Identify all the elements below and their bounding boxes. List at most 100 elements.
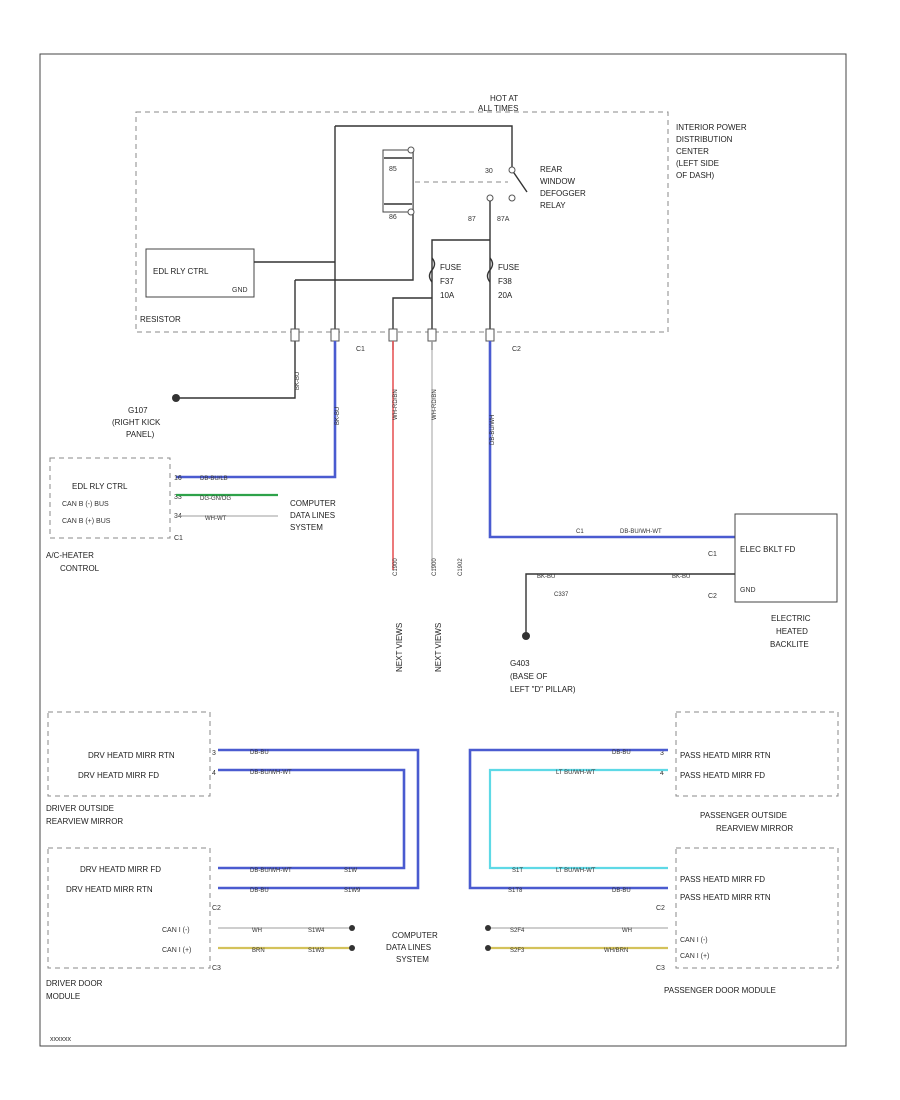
g403-label-1: G403 [510, 659, 530, 668]
edl-blue-wire [176, 341, 337, 479]
pass-mirror-pin-2: PASS HEATD MIRR FD [680, 771, 765, 780]
drv-door-wire-code-1: DB-BU/WH-WT [250, 868, 292, 874]
cdl-center-3: SYSTEM [396, 955, 429, 964]
cdl-upper-2: DATA LINES [290, 511, 335, 520]
ground-g107-symbol [172, 394, 180, 402]
ac-name-2: CONTROL [60, 564, 100, 573]
fuse-f38-label-2: F38 [498, 277, 512, 286]
drv-door-wire-code-2: DB-BU [250, 888, 269, 894]
relay-label-4: RELAY [540, 201, 566, 210]
drv-mirror-pin-2: DRV HEATD MIRR FD [78, 771, 159, 780]
backlite-name-3: BACKLITE [770, 640, 809, 649]
hot-at-label-2: ALL TIMES [478, 104, 518, 113]
relay-pin-30: 30 [485, 168, 493, 175]
ac-heater-outline [49, 457, 171, 539]
driver-door-outline [47, 847, 211, 969]
ac-pin-num-1: 16 [174, 475, 182, 482]
relay-pin-86: 86 [389, 214, 397, 221]
backlite-wire-top: DB-BU/WH-WT [620, 529, 662, 535]
g107-label-1: G107 [128, 406, 148, 415]
vwire-code-5: DB-BU/WH [490, 415, 496, 445]
pass-door-name: PASSENGER DOOR MODULE [664, 986, 776, 995]
pass-mirror-name-2: REARVIEW MIRROR [716, 824, 793, 833]
drv-mirror-pin-num-1: 3 [212, 750, 216, 757]
ac-pin-3: CAN B (+) BUS [62, 518, 111, 525]
pass-door-wire-code-3: WH [622, 928, 632, 934]
drv-door-wire-code-3: WH [252, 928, 262, 934]
backlite-splice-top: C1 [576, 529, 584, 535]
drv-can-minus-node [349, 925, 355, 931]
cdl-center-2: DATA LINES [386, 943, 431, 952]
pass-mirror-pin-num-1: 3 [660, 750, 664, 757]
g403-label-2: (BASE OF [510, 672, 547, 681]
pass-mirror-wire-code-2: LT BU/WH-WT [556, 770, 596, 776]
ipdc-outline [135, 111, 669, 333]
pass-door-wire-code-4: WH/BRN [604, 948, 628, 954]
drv-door-name-1: DRIVER DOOR [46, 979, 103, 988]
relay-label-1: REAR [540, 165, 562, 174]
driver-mirror-outline [47, 711, 211, 797]
g107-label-3: PANEL) [126, 430, 155, 439]
next-views-label-2: NEXT VIEWS [434, 623, 443, 672]
drv-door-wire-code-4: BRN [252, 948, 265, 954]
diagram-frame [39, 53, 847, 1047]
pass-mirror-name-1: PASSENGER OUTSIDE [700, 811, 787, 820]
drv-door-c3: C3 [212, 965, 221, 972]
pass-can-plus-node [485, 945, 491, 951]
ac-wire-code-1: DB-BU/LB [200, 476, 228, 482]
backlite-box [734, 513, 838, 603]
diagram-code: xxxxxx [50, 1036, 72, 1043]
vwire-code-2: BK-BU [335, 407, 341, 425]
drv-door-c2: C2 [212, 905, 221, 912]
hot-at-label-1: HOT AT [490, 94, 518, 103]
ipdc-c2-label: C2 [512, 346, 521, 353]
drv-door-name-2: MODULE [46, 992, 80, 1001]
pass-mirror-wire-code-1: DB-BU [612, 750, 631, 756]
drv-mirror-name-2: REARVIEW MIRROR [46, 817, 123, 826]
ipdc-label-1: INTERIOR POWER [676, 123, 747, 132]
resistor-gnd-label: GND [232, 287, 248, 294]
pass-door-splice-1: S1T [512, 868, 523, 874]
backlite-ground-wire [525, 573, 735, 636]
ac-wire-code-3: WH-WT [205, 516, 227, 522]
ac-wire-code-2: DG-GN/OG [200, 496, 231, 502]
backlite-c1-label: C1 [708, 551, 717, 558]
pass-door-wire-code-2: DB-BU [612, 888, 631, 894]
backlite-name-1: ELECTRIC [771, 614, 811, 623]
ac-c1-label: C1 [174, 535, 183, 542]
cdl-upper-3: SYSTEM [290, 523, 323, 532]
vwire-code-3: WH-RD/BN [393, 389, 399, 420]
pass-door-pin-4: CAN I (+) [680, 953, 709, 960]
backlite-splice: C337 [554, 592, 569, 598]
pass-door-c2: C2 [656, 905, 665, 912]
pass-door-splice-2: S1T8 [508, 888, 523, 894]
pass-mirror-pin-num-2: 4 [660, 770, 664, 777]
pass-door-pin-2: PASS HEATD MIRR RTN [680, 893, 771, 902]
pass-mirror-fd-wire [488, 768, 668, 870]
rear-window-defogger-relay: 85 86 30 87 87A REAR WINDOW DEFOGGER REL… [295, 125, 586, 350]
drv-door-pin-1: DRV HEATD MIRR FD [80, 865, 161, 874]
drv-door-pin-3: CAN I (-) [162, 927, 190, 934]
drv-door-pin-2: DRV HEATD MIRR RTN [66, 885, 153, 894]
passenger-door-outline [675, 847, 839, 969]
backlite-wire-bot-1: BK-BU [537, 574, 555, 580]
relay-label-3: DEFOGGER [540, 189, 586, 198]
pass-can-minus-node [485, 925, 491, 931]
drv-door-splice-2: S1W9 [344, 888, 361, 894]
ipdc-label-2: DISTRIBUTION [676, 135, 733, 144]
ac-pin-1: EDL RLY CTRL [72, 482, 128, 491]
drv-mirror-wire-code-2: DB-BU/WH-WT [250, 770, 292, 776]
ac-pin-num-2: 33 [174, 494, 182, 501]
ipdc-label-4: (LEFT SIDE [676, 159, 719, 168]
drv-mirror-rtn-wire [218, 748, 420, 890]
ipdc-label-5: OF DASH) [676, 171, 715, 180]
drv-door-splice-1: S1W [344, 868, 357, 874]
ipdc-c1-label: C1 [356, 346, 365, 353]
fuse-f37-label-1: FUSE [440, 263, 461, 272]
lower-wire-1: C1900 [393, 558, 399, 576]
relay-pin-87a: 87A [497, 216, 510, 223]
pass-mirror-rtn-wire [468, 748, 668, 890]
relay-label-2: WINDOW [540, 177, 576, 186]
pass-door-splice-3: S2F4 [510, 928, 525, 934]
